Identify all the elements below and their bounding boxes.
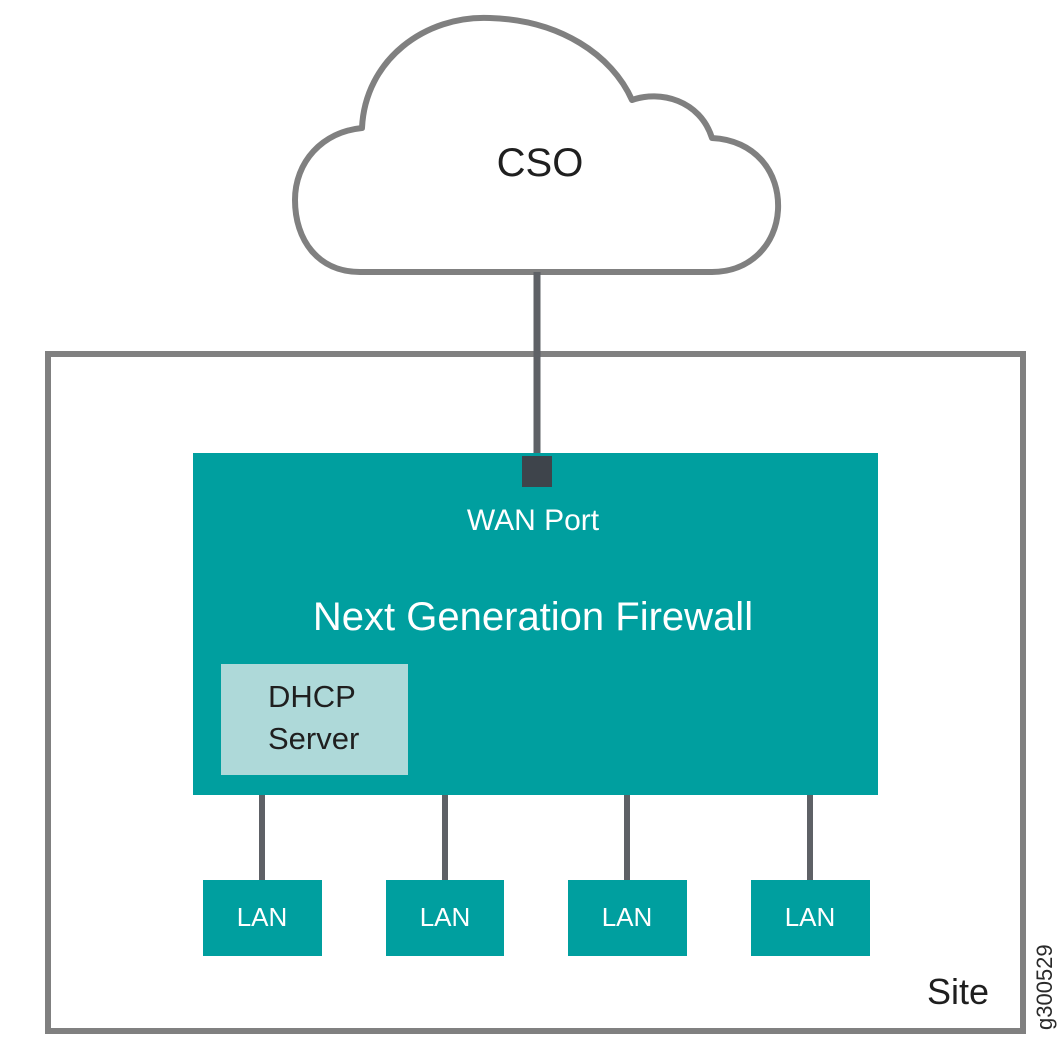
cso-cloud: CSO bbox=[292, 14, 782, 275]
dhcp-server-box bbox=[221, 664, 408, 775]
firewall-label: Next Generation Firewall bbox=[313, 595, 753, 639]
dhcp-label-line2: Server bbox=[268, 721, 359, 756]
figure-id: g300529 bbox=[1032, 944, 1057, 1030]
lan-label: LAN bbox=[785, 902, 836, 932]
wan-port bbox=[522, 456, 552, 487]
lan-2: LAN bbox=[386, 880, 504, 956]
lan-3: LAN bbox=[568, 880, 687, 956]
lan-label: LAN bbox=[237, 902, 288, 932]
lan-box bbox=[568, 880, 687, 956]
next-generation-firewall: WAN Port Next Generation Firewall DHCP S… bbox=[193, 453, 878, 795]
lan-label: LAN bbox=[420, 902, 471, 932]
lan-4: LAN bbox=[751, 880, 870, 956]
lan-1: LAN bbox=[203, 880, 322, 956]
lan-label: LAN bbox=[602, 902, 653, 932]
lan-links bbox=[259, 795, 813, 880]
cloud-icon bbox=[292, 14, 782, 275]
lan-segments: LAN LAN LAN LAN bbox=[203, 880, 870, 956]
cso-label: CSO bbox=[497, 141, 584, 185]
site-label: Site bbox=[927, 971, 989, 1012]
wan-port-label: WAN Port bbox=[467, 504, 600, 537]
lan-box bbox=[386, 880, 504, 956]
dhcp-label-line1: DHCP bbox=[268, 679, 356, 714]
dhcp-server: DHCP Server bbox=[221, 664, 408, 775]
lan-box bbox=[751, 880, 870, 956]
lan-box bbox=[203, 880, 322, 956]
